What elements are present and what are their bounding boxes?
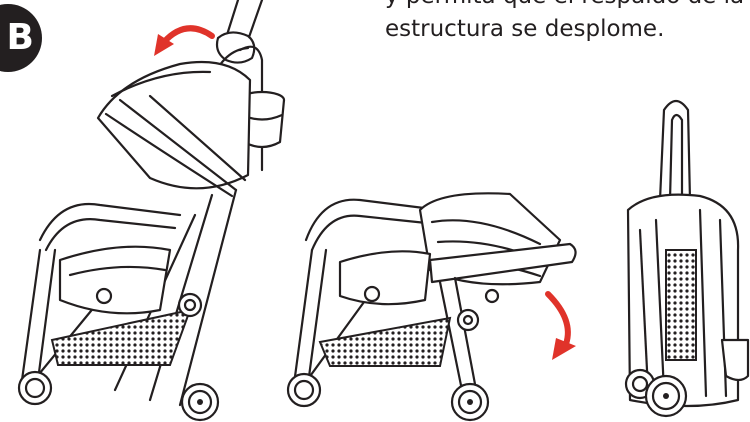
stroller-folded <box>624 99 750 418</box>
instruction-text: y permita que el respaldo de la estructu… <box>385 0 750 46</box>
wheel-icon <box>450 382 490 422</box>
fold-arrow-icon <box>545 291 571 347</box>
wheel-icon <box>456 308 480 332</box>
instruction-line-2: estructura se desplome. <box>385 16 665 42</box>
wheel-icon <box>286 372 322 408</box>
stroller-folding <box>286 192 577 422</box>
hand-icon <box>224 0 264 42</box>
instruction-line-1: y permita que el respaldo de la <box>385 0 750 13</box>
cup-holder-icon <box>238 90 286 149</box>
fold-arrow-icon <box>161 25 215 45</box>
wheel-icon <box>177 292 203 318</box>
wheel-icon <box>17 370 53 406</box>
hand-icon <box>215 31 256 64</box>
cup-holder-icon <box>720 338 750 382</box>
stroller-unfolded <box>17 0 286 422</box>
wheel-icon <box>644 374 688 418</box>
wheel-icon <box>180 382 220 422</box>
canopy <box>96 60 252 198</box>
fold-arrow-head-icon <box>552 338 576 360</box>
fold-arrow-head-icon <box>154 34 174 56</box>
